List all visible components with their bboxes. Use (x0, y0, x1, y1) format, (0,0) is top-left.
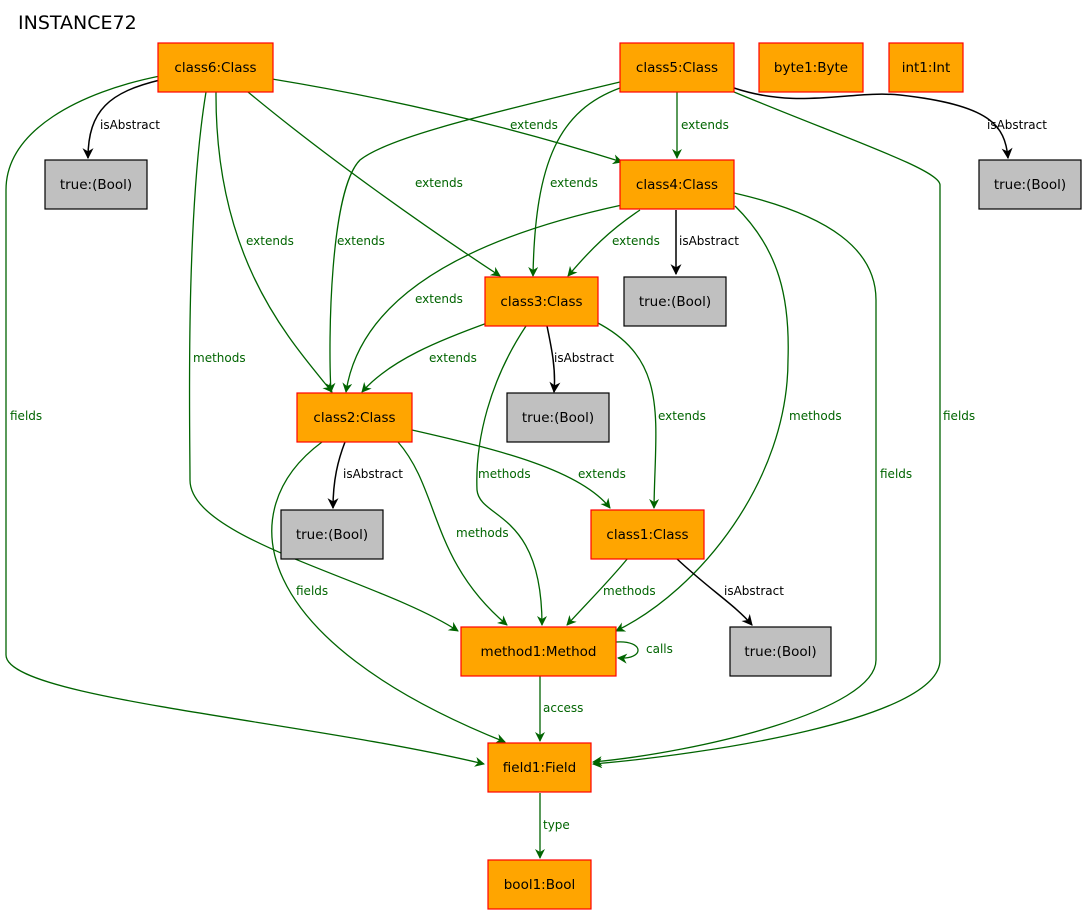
edge-label: isAbstract (343, 467, 403, 481)
edge-class2-isabstract (327, 441, 346, 510)
edge-label: type (543, 818, 570, 832)
node-label: true:(Bool) (522, 410, 594, 426)
node-label: class4:Class (636, 177, 718, 193)
edges (5, 75, 1013, 859)
edge-label: fields (296, 584, 328, 598)
edge-class5-extends-class3 (528, 87, 621, 277)
node-true5[interactable]: true:(Bool) (978, 159, 1082, 210)
edge-class6-methods (188, 91, 459, 632)
node-true4[interactable]: true:(Bool) (623, 276, 727, 327)
edge-labels: isAbstract fields methods extends extend… (10, 118, 1047, 832)
edge-class3-extends-class1 (595, 321, 660, 509)
node-label: bool1:Bool (504, 877, 576, 893)
edge-class6-extends-class2 (215, 91, 333, 393)
node-label: true:(Bool) (296, 527, 368, 543)
edge-class5-isabstract (733, 87, 1013, 160)
node-label: class5:Class (636, 60, 718, 76)
edge-label: extends (550, 176, 598, 190)
edge-class6-extends-class3 (247, 91, 501, 277)
node-true1[interactable]: true:(Bool) (729, 626, 832, 677)
edge-label: extends (578, 467, 626, 481)
edge-label: methods (478, 467, 531, 481)
edge-label: extends (246, 234, 294, 248)
node-label: int1:Int (902, 60, 951, 76)
edge-label: access (543, 701, 583, 715)
node-class4[interactable]: class4:Class (619, 159, 735, 210)
node-true3[interactable]: true:(Bool) (506, 392, 610, 443)
edge-class2-extends-class1 (411, 429, 611, 509)
node-label: true:(Bool) (994, 177, 1066, 193)
node-int1[interactable]: int1:Int (888, 42, 964, 93)
edge-label: fields (880, 467, 912, 481)
edge-label: fields (10, 409, 42, 423)
edge-method1-calls (615, 641, 639, 664)
diagram-title: INSTANCE72 (18, 12, 137, 34)
node-label: byte1:Byte (774, 60, 848, 76)
edge-label: calls (646, 642, 673, 656)
node-class1[interactable]: class1:Class (590, 509, 705, 560)
edge-class6-isabstract (82, 79, 161, 160)
edge-label: methods (789, 409, 842, 423)
edge-label: extends (415, 292, 463, 306)
edge-class3-extends-class2 (361, 321, 491, 393)
edge-class6-extends-class4 (271, 78, 623, 165)
edge-label: isAbstract (724, 584, 784, 598)
node-bool1[interactable]: bool1:Bool (487, 859, 592, 910)
node-label: field1:Field (503, 760, 576, 776)
edge-label: isAbstract (100, 118, 160, 132)
edge-label: methods (603, 584, 656, 598)
edge-class4-extends-class3 (567, 209, 641, 277)
edge-label: extends (429, 351, 477, 365)
node-true6[interactable]: true:(Bool) (44, 159, 148, 210)
edge-class3-methods (476, 325, 547, 626)
node-class5[interactable]: class5:Class (619, 42, 735, 93)
edge-label: extends (681, 118, 729, 132)
nodes: class6:Class class5:Class byte1:Byte int… (44, 42, 1082, 910)
edge-label: isAbstract (679, 234, 739, 248)
edge-label: methods (456, 526, 509, 540)
edge-class1-methods (566, 557, 629, 626)
node-label: class2:Class (313, 410, 395, 426)
node-label: true:(Bool) (744, 644, 816, 660)
edge-class1-isabstract (675, 557, 753, 626)
edge-class6-fields (5, 75, 485, 767)
edge-class4-extends-class2 (342, 204, 623, 393)
edge-class5-extends-class2 (325, 81, 621, 393)
node-label: class3:Class (500, 294, 582, 310)
edge-class4-fields (592, 192, 877, 767)
edge-label: extends (658, 409, 706, 423)
edge-label: isAbstract (987, 118, 1047, 132)
node-label: true:(Bool) (60, 177, 132, 193)
edge-label: methods (193, 351, 246, 365)
node-label: class1:Class (606, 527, 688, 543)
node-byte1[interactable]: byte1:Byte (758, 42, 864, 93)
edge-label: isAbstract (554, 351, 614, 365)
edge-label: extends (612, 234, 660, 248)
edge-label: fields (943, 409, 975, 423)
node-method1[interactable]: method1:Method (460, 626, 617, 677)
node-class2[interactable]: class2:Class (296, 392, 413, 443)
node-label: true:(Bool) (639, 294, 711, 310)
node-label: method1:Method (481, 644, 597, 660)
node-class3[interactable]: class3:Class (484, 276, 599, 327)
edge-class3-isabstract (546, 325, 561, 394)
edge-label: extends (337, 234, 385, 248)
edge-class5-fields (592, 91, 941, 769)
edge-class2-methods (397, 441, 508, 626)
node-true2[interactable]: true:(Bool) (280, 509, 384, 560)
node-label: class6:Class (174, 60, 256, 76)
node-class6[interactable]: class6:Class (157, 42, 274, 93)
edge-label: extends (510, 118, 558, 132)
edge-label: extends (415, 176, 463, 190)
edge-class4-methods (615, 205, 789, 632)
node-field1[interactable]: field1:Field (487, 742, 592, 793)
edge-class2-fields (271, 441, 506, 744)
